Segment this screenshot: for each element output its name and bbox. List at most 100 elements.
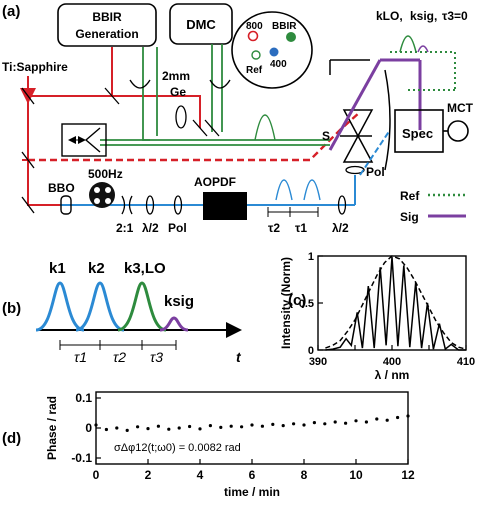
spot-800-label: 800 (246, 21, 263, 32)
spot-800 (247, 30, 259, 42)
spot-ref (251, 50, 261, 60)
phase-point (156, 424, 160, 428)
green-beam-paths (100, 44, 330, 146)
phase-point (333, 420, 337, 424)
telescope-label: 2:1 (116, 221, 134, 235)
k-lo-label: kLO, (376, 9, 403, 23)
k-sig-label: ksig, (410, 9, 437, 23)
tau1-label-b: τ1 (74, 349, 87, 365)
tau2-label-b: τ2 (113, 349, 126, 365)
ti-sapphire-label: Ti:Sapphire (2, 60, 68, 74)
phase-point (94, 423, 98, 427)
spot-bbir (286, 32, 296, 42)
aopdf-box (203, 192, 247, 220)
polarizer-1-label: Pol (168, 221, 187, 235)
dmc-box (169, 3, 233, 45)
x-tick-label: 2 (145, 468, 152, 482)
y-tick-label: 0 (85, 421, 92, 435)
mct-detector-icon (447, 120, 469, 142)
aopdf-label: AOPDF (194, 175, 236, 189)
pulse-k2 (75, 281, 125, 332)
phase-point (188, 424, 192, 429)
mct-label: MCT (447, 101, 474, 115)
spot-inset (231, 11, 313, 89)
phase-point (146, 427, 150, 431)
phase-point (323, 422, 327, 426)
phase-point (125, 428, 129, 432)
legend-sig-label: Sig (400, 210, 419, 224)
series-interference-line (325, 256, 466, 351)
x-axis-label: time / min (224, 485, 280, 499)
panel-b: (b) t k1 k2 k3,LO ksig τ1 τ2 τ3 (2, 260, 242, 365)
phase-point (219, 425, 223, 429)
sample-region (328, 58, 422, 176)
mirrors (21, 79, 231, 214)
phase-point (354, 419, 358, 423)
ref-path (390, 51, 456, 91)
x-tick-label: 12 (401, 468, 415, 482)
half-wave-2-label: λ/2 (332, 221, 349, 235)
red-dashed-beam (28, 111, 361, 162)
pulse-k3lo (117, 281, 167, 332)
pulse-markers-a (254, 114, 321, 201)
phase-point (136, 425, 140, 429)
phase-point (344, 421, 348, 425)
panel-a: (a) BBIR Generation DMC 800 BBIR 400 Ref… (2, 3, 474, 235)
x-tick-label: 8 (301, 468, 308, 482)
tau1-label-a: τ1 (295, 221, 307, 235)
y-tick-label: 0 (308, 345, 314, 357)
sig-pulse-purple (417, 45, 429, 53)
pulse-k1-label: k1 (49, 260, 66, 277)
pulse-k1 (35, 281, 85, 332)
bbir-generation-label-1: BBIR (92, 10, 122, 24)
x-tick-label: 400 (383, 356, 401, 368)
ge-window (175, 105, 187, 129)
phase-point (302, 423, 306, 427)
x-tick-label: 4 (197, 468, 204, 482)
panel-c-label: (c) (288, 292, 306, 309)
pulse-time-axis-label: t (236, 349, 242, 365)
chopper-label: 500Hz (88, 167, 123, 181)
phase-point (177, 426, 181, 430)
phase-point (406, 414, 410, 418)
pulse-ksig (159, 316, 189, 332)
half-wave-1-label: λ/2 (142, 221, 159, 235)
phase-point (281, 424, 285, 428)
spot-bbir-label: BBIR (272, 21, 297, 32)
phase-point (396, 415, 400, 420)
y-tick-label: -0.1 (71, 451, 92, 465)
phase-point (292, 422, 296, 426)
legend-ref-label: Ref (400, 189, 420, 203)
plot-frame (317, 255, 467, 351)
bbo-crystal (60, 195, 72, 215)
phase-point (115, 426, 119, 430)
spot-ref-label: Ref (246, 65, 263, 76)
ge-label-1: 2mm (162, 69, 190, 83)
tau2-label-a: τ2 (268, 221, 280, 235)
bbo-label: BBO (48, 181, 75, 195)
sample-label: S (322, 129, 330, 143)
phase-annotation: σΔφ12(t;ω0) = 0.0082 rad (114, 442, 241, 454)
y-axis-label: Phase / rad (45, 396, 59, 460)
phase-point (250, 423, 254, 427)
y-tick-label: 1 (308, 251, 314, 263)
tau-bracket-a (267, 207, 319, 217)
pulse-ksig-label: ksig (164, 293, 194, 310)
tau3-label: τ3=0 (442, 9, 468, 23)
spot-400-label: 400 (270, 59, 287, 70)
y-tick-label: 0.5 (299, 298, 314, 310)
x-tick-label: 0 (93, 468, 100, 482)
phase-point (240, 425, 244, 429)
x-axis-label: λ / nm (375, 368, 410, 382)
x-tick-label: 6 (249, 468, 256, 482)
ge-label-2: Ge (170, 85, 186, 99)
tau3-label-b: τ3 (150, 349, 163, 365)
phase-point (167, 427, 171, 431)
optics-row (121, 165, 365, 215)
phase-point (385, 418, 389, 422)
retroreflector-icon (84, 127, 101, 153)
panel-b-label: (b) (2, 300, 21, 317)
